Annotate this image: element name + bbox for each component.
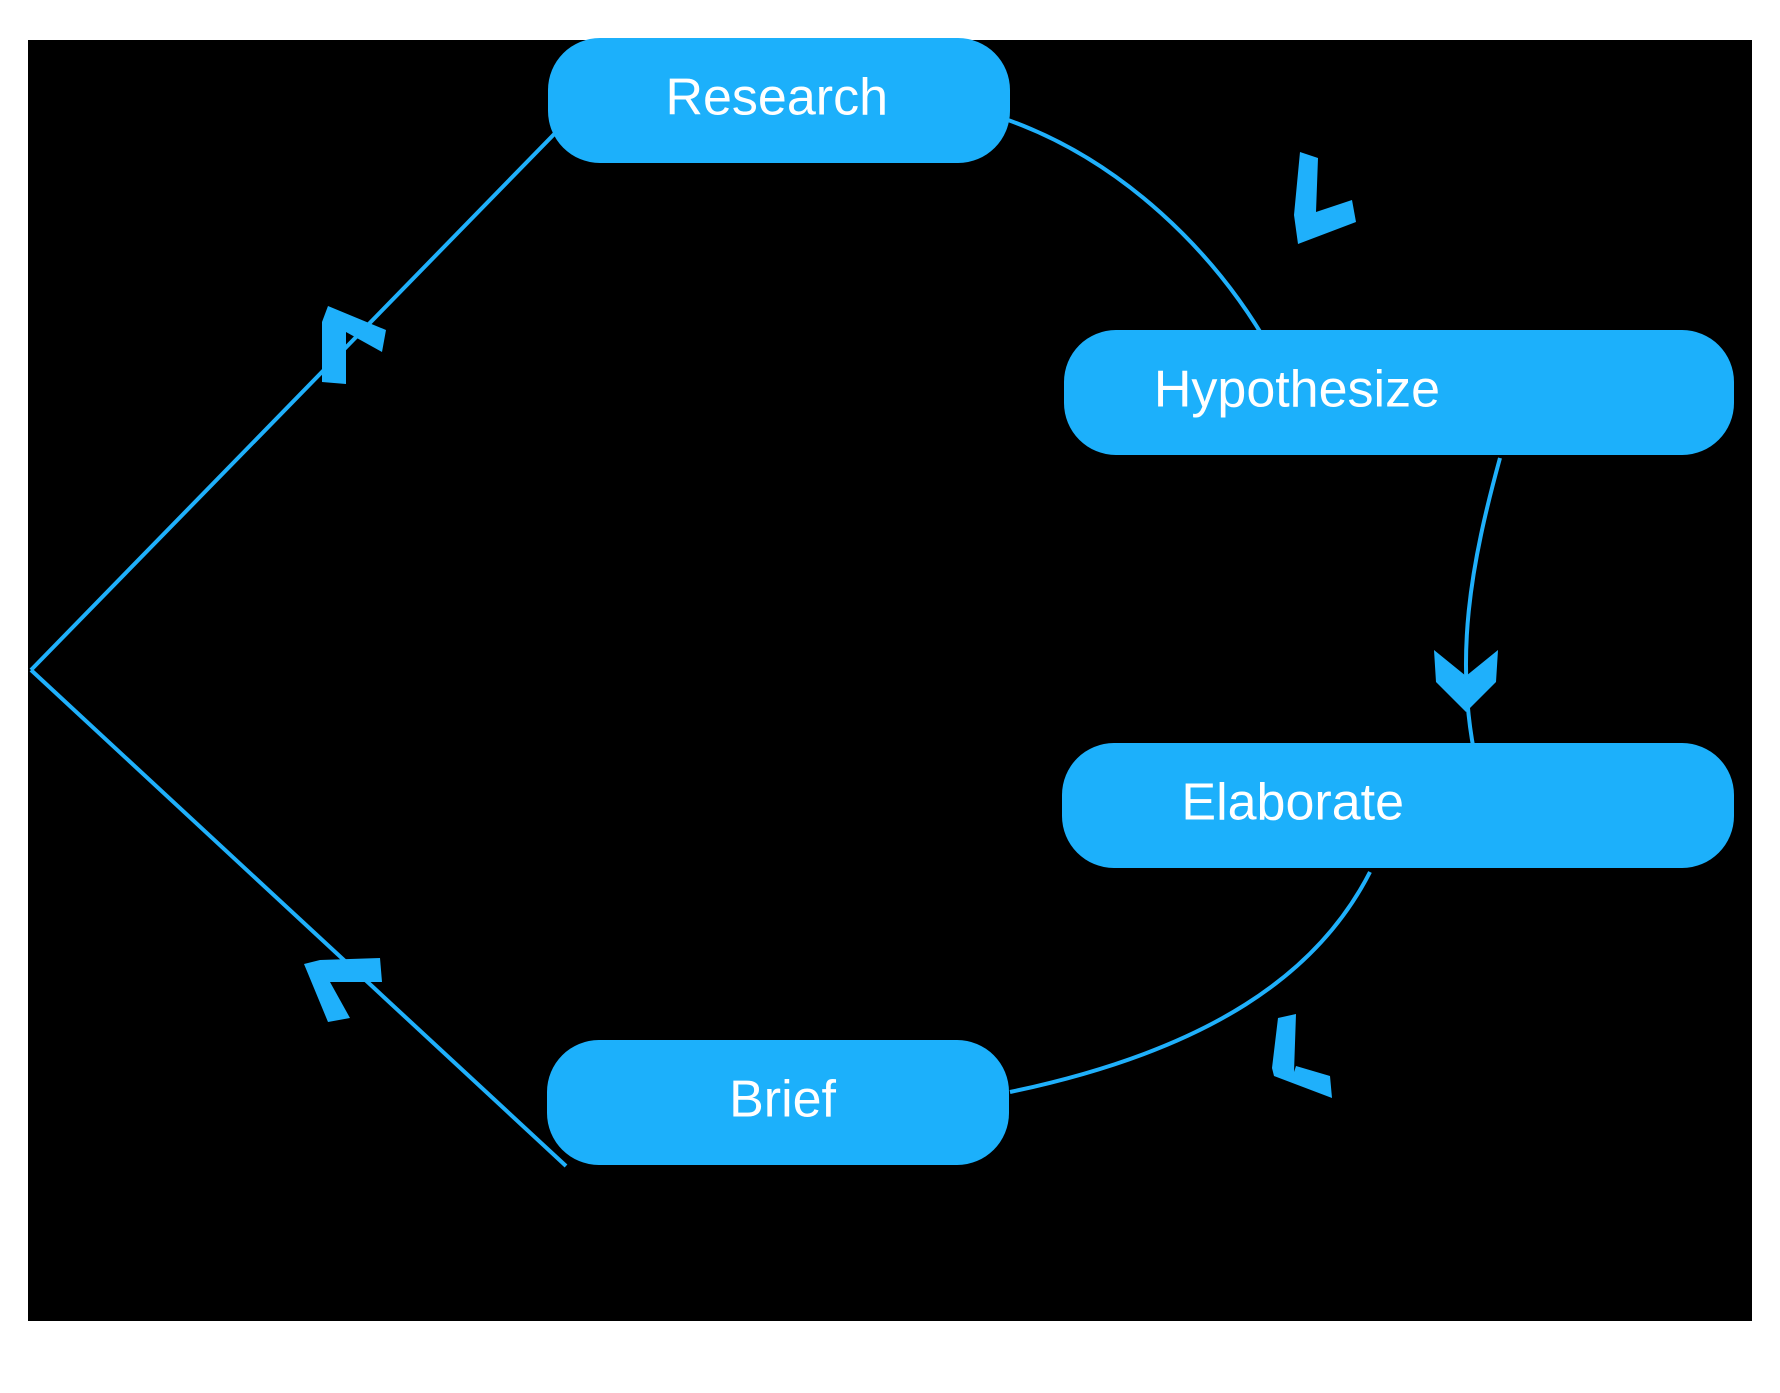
- arrowhead-up-left-icon: [304, 958, 382, 1022]
- node-brief-label: Brief: [729, 1071, 836, 1129]
- node-research-label: Research: [665, 69, 888, 127]
- node-elaborate[interactable]: Elaborate: [1062, 743, 1734, 868]
- edge-path-hypothesize-to-elaborate: [1463, 457, 1502, 771]
- node-brief-box[interactable]: [547, 1040, 1009, 1165]
- edge-path-brief-to-vertex: [29, 668, 568, 1168]
- arrowhead-down-right-icon: [1294, 152, 1356, 244]
- arrowhead-down-icon: [1434, 650, 1498, 712]
- arrowhead-up-right-icon: [322, 306, 386, 384]
- node-brief[interactable]: Brief: [547, 1040, 1009, 1165]
- edge-vertex-to-research: [29, 120, 568, 672]
- edge-elaborate-to-brief: [1009, 871, 1372, 1098]
- edge-path-vertex-to-research: [29, 120, 568, 672]
- edge-path-research-to-hypothesize: [1007, 118, 1274, 353]
- node-research[interactable]: Research: [548, 38, 1010, 163]
- edge-research-to-hypothesize: [1007, 118, 1356, 353]
- node-hypothesize[interactable]: Hypothesize: [1064, 330, 1734, 455]
- edge-hypothesize-to-elaborate: [1434, 457, 1502, 771]
- node-elaborate-box[interactable]: [1062, 743, 1734, 868]
- node-hypothesize-box[interactable]: [1064, 330, 1734, 455]
- node-hypothesize-label: Hypothesize: [1154, 361, 1440, 419]
- edge-path-elaborate-to-brief: [1009, 871, 1372, 1094]
- arrowhead-down-left-icon: [1272, 1014, 1332, 1098]
- edge-brief-to-vertex: [29, 668, 568, 1168]
- node-elaborate-label: Elaborate: [1181, 774, 1404, 832]
- node-research-box[interactable]: [548, 38, 1010, 163]
